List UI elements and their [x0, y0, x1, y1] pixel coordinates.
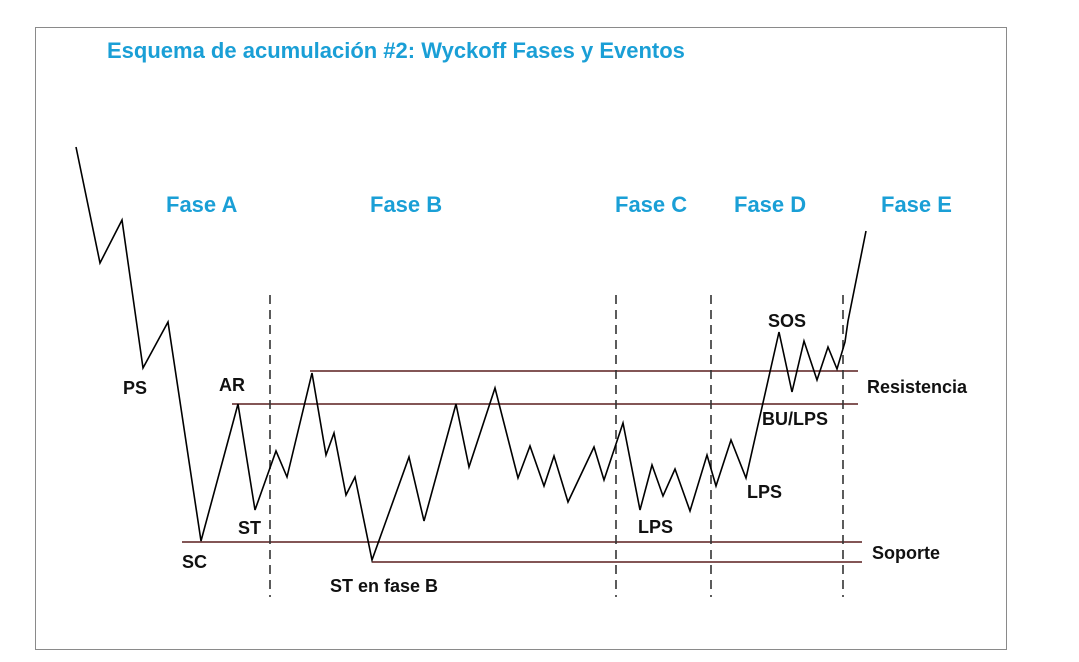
phase-d-label: Fase D: [734, 192, 806, 217]
event-sos-label: SOS: [768, 311, 806, 331]
resistance-label: Resistencia: [867, 377, 968, 397]
phase-c-label: Fase C: [615, 192, 687, 217]
event-lps-c-label: LPS: [638, 517, 673, 537]
phase-e-label: Fase E: [881, 192, 952, 217]
event-bu-lps-label: BU/LPS: [762, 409, 828, 429]
support-label: Soporte: [872, 543, 940, 563]
diagram-title: Esquema de acumulación #2: Wyckoff Fases…: [107, 38, 685, 63]
price-path: [75, 146, 867, 563]
event-st-fase-b-label: ST en fase B: [330, 576, 438, 596]
event-st-label: ST: [238, 518, 261, 538]
event-ps-label: PS: [123, 378, 147, 398]
phase-b-label: Fase B: [370, 192, 442, 217]
phase-a-label: Fase A: [166, 192, 237, 217]
event-lps-d-label: LPS: [747, 482, 782, 502]
event-ar-label: AR: [219, 375, 245, 395]
event-sc-label: SC: [182, 552, 207, 572]
